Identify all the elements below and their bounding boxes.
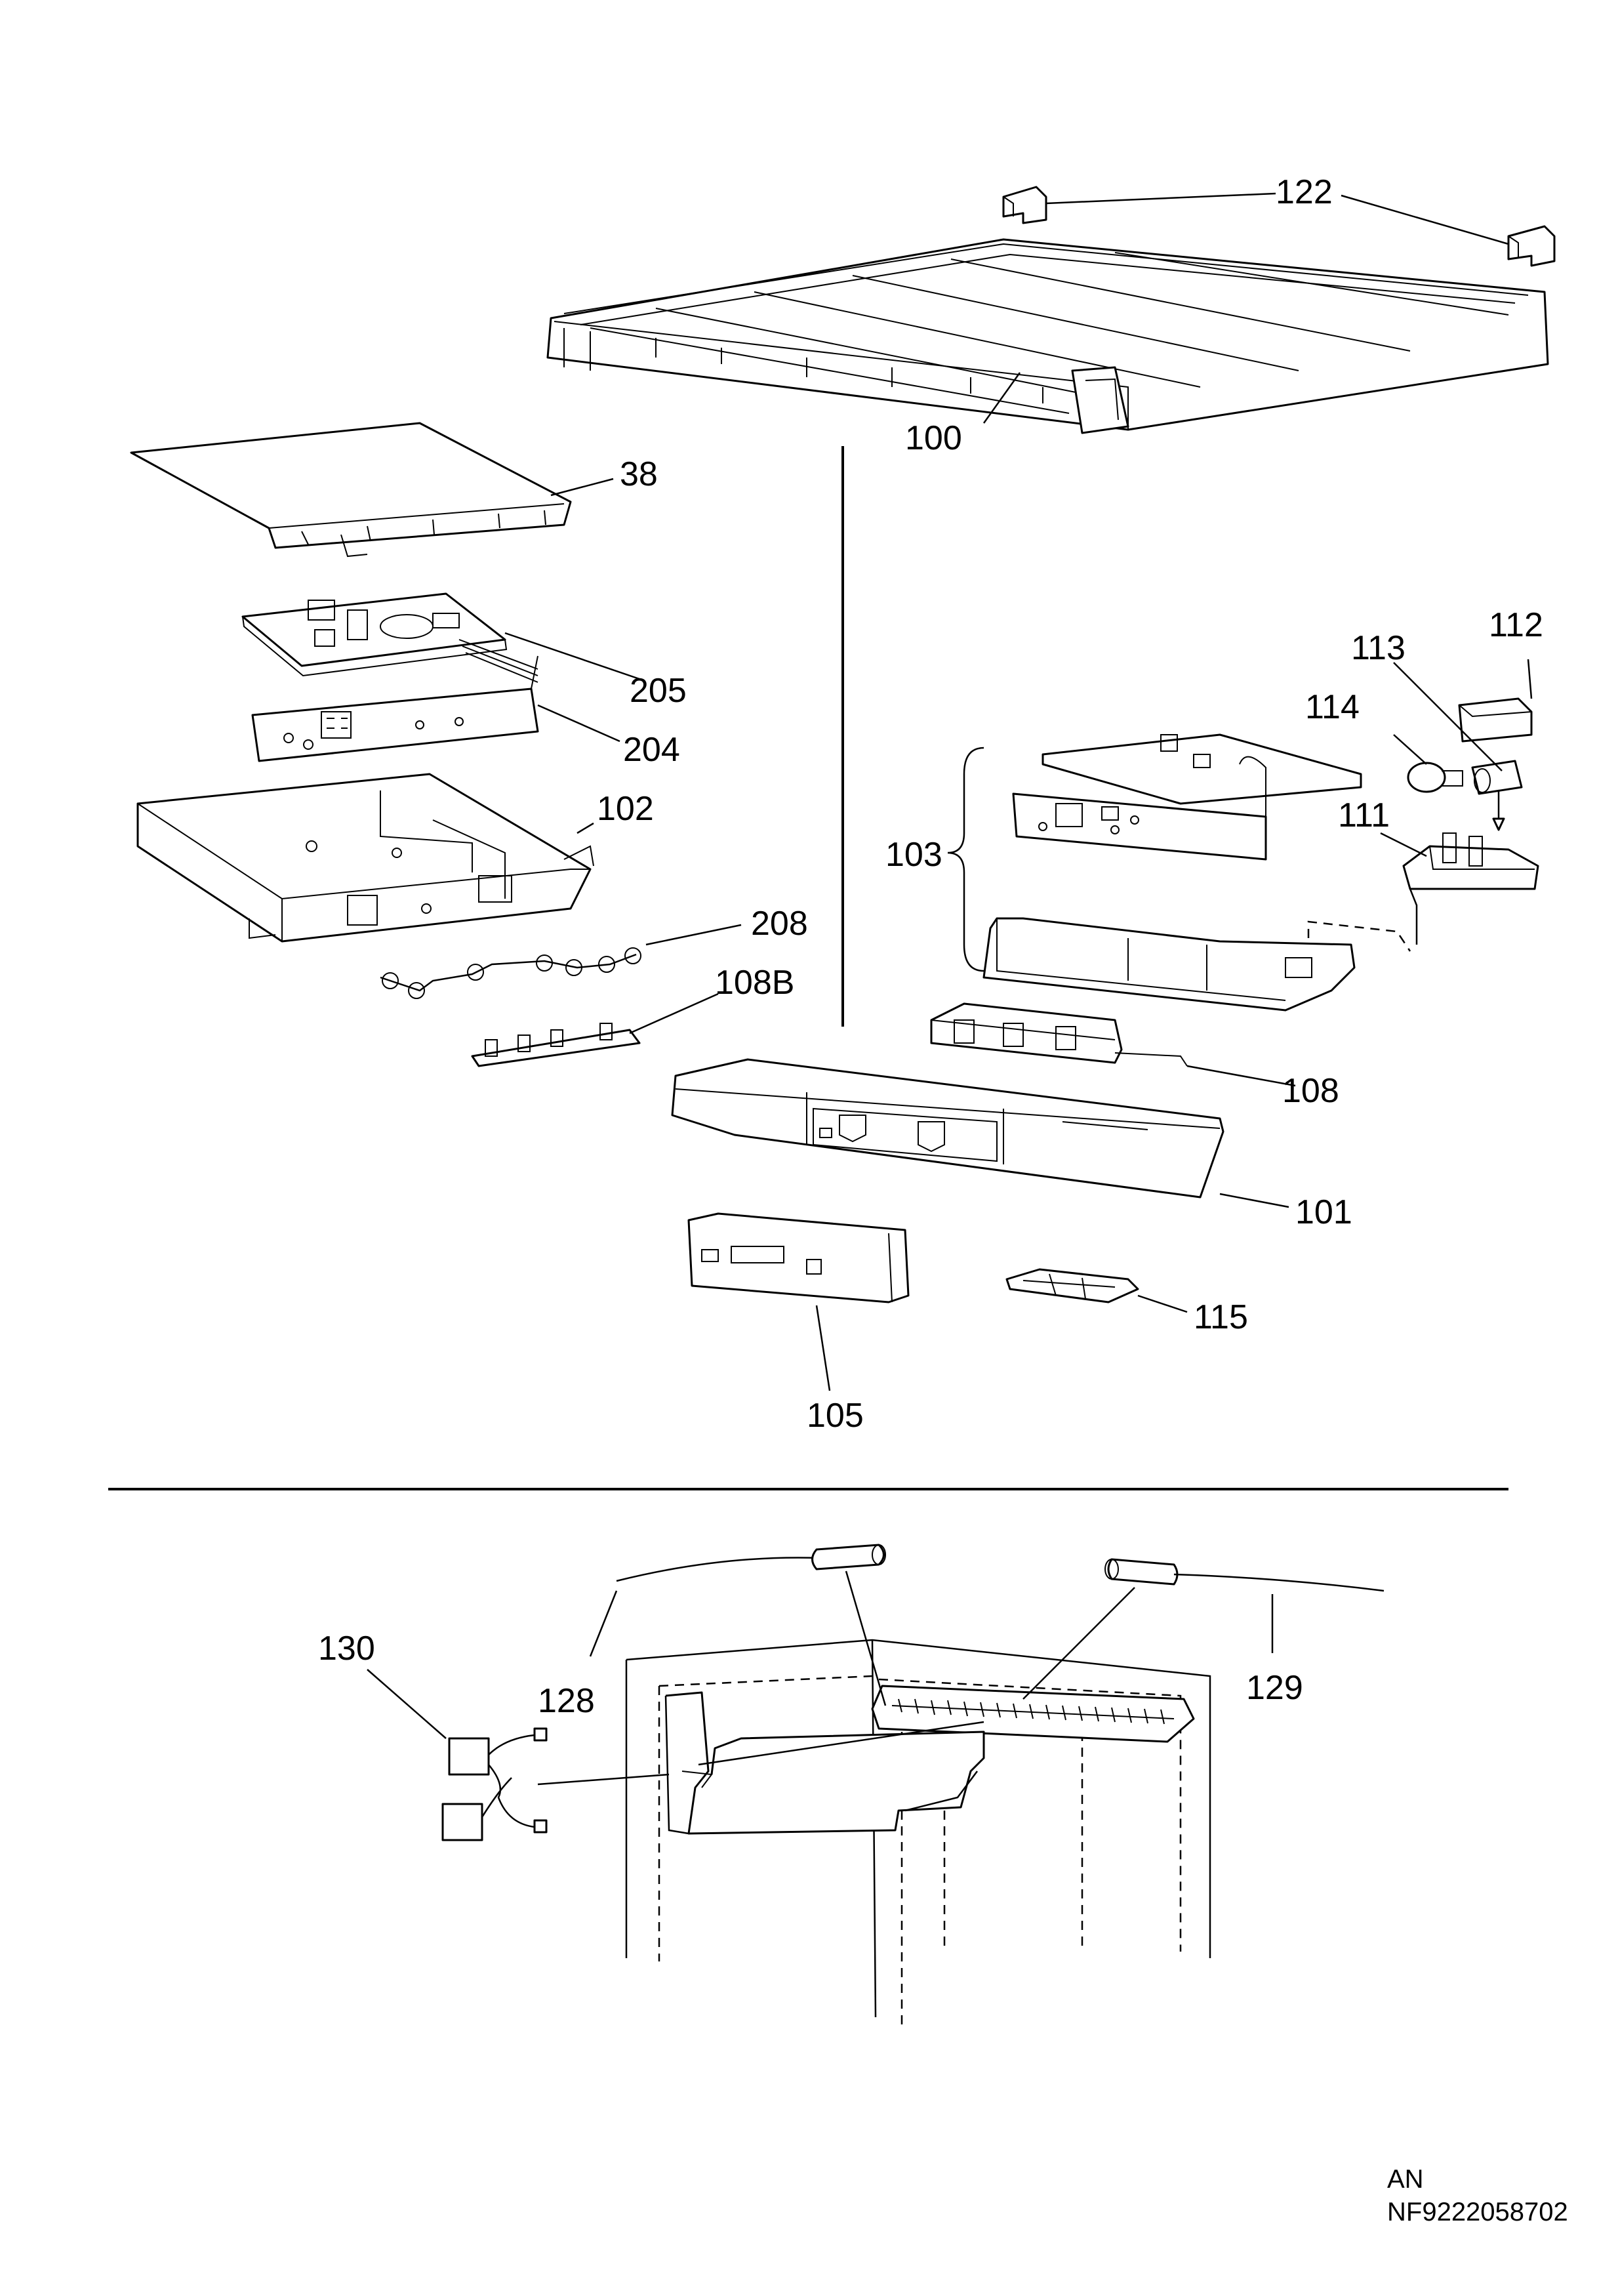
callout-112: 112 (1489, 606, 1543, 644)
callout-113: 113 (1351, 629, 1406, 667)
callout-122: 122 (1276, 173, 1333, 211)
part-111-connector-line (1409, 888, 1418, 945)
part-108-switch-block (930, 1002, 1188, 1067)
part-129-sensor (1104, 1558, 1385, 1592)
part-103-display-board (1012, 792, 1267, 861)
callout-204: 204 (623, 731, 680, 769)
part-114-bulb (1407, 762, 1463, 793)
callout-108b: 108B (715, 964, 794, 1002)
callout-108: 108 (1282, 1072, 1339, 1110)
callout-38: 38 (620, 455, 658, 493)
part-102-housing (136, 773, 594, 943)
part-112-cap (1458, 697, 1533, 743)
callout-102: 102 (597, 790, 654, 828)
callout-100: 100 (905, 419, 962, 457)
part-103-upper-board (1042, 733, 1362, 827)
footer-doc-number: NF9222058702 (1387, 2198, 1568, 2226)
callout-111: 111 (1338, 796, 1390, 834)
part-103-to-111-dashed-link (1307, 920, 1411, 952)
callout-130: 130 (318, 1630, 375, 1668)
part-204-display-pcb (251, 655, 539, 762)
part-130-connector (441, 1727, 548, 1841)
callout-208: 208 (751, 905, 808, 943)
callout-115: 115 (1194, 1298, 1248, 1336)
part-101-front-panel (671, 1058, 1224, 1199)
part-111-lamp-holder (1402, 832, 1539, 890)
part-208-wire-harness (380, 947, 641, 999)
callout-114: 114 (1305, 688, 1360, 726)
part-205-main-pcb (241, 592, 538, 683)
part-108b-switch-strip (471, 1023, 641, 1067)
part-115-filter (1005, 1268, 1139, 1303)
callout-129: 129 (1246, 1669, 1303, 1707)
footer-code: AN (1387, 2165, 1424, 2194)
part-100-top-panel (546, 238, 1549, 434)
part-103-bracket (947, 747, 984, 972)
part-128-sensor (616, 1544, 886, 1582)
part-105-button-strip (687, 1212, 910, 1303)
callout-205: 205 (630, 672, 687, 710)
callout-128: 128 (538, 1682, 595, 1720)
part-122-end-cap-left (1002, 186, 1047, 224)
part-122-end-cap-right (1507, 225, 1556, 267)
evaporator-coil (871, 1685, 1195, 1743)
part-103-lower-housing (982, 917, 1356, 1012)
part-113-socket (1471, 760, 1523, 831)
leader-lines (367, 192, 1533, 1812)
callout-105: 105 (807, 1397, 864, 1435)
part-38-cover (130, 422, 572, 558)
callout-103: 103 (885, 836, 942, 874)
duct-channel (664, 1691, 985, 1835)
callout-101: 101 (1295, 1193, 1352, 1231)
